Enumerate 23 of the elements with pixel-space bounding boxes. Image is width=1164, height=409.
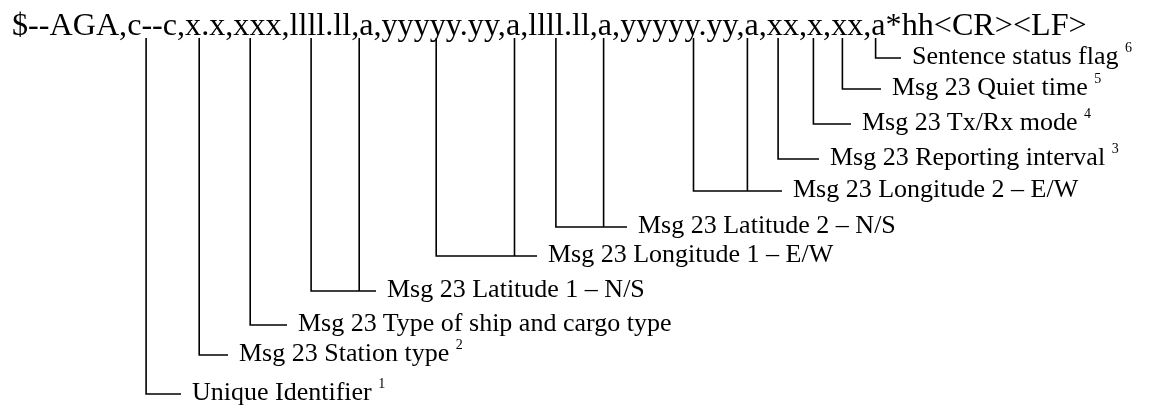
field-label: Msg 23 Type of ship and cargo type <box>298 308 672 338</box>
field-label: Msg 23 Reporting interval $^{3}$ <box>830 142 1119 172</box>
leader-line <box>310 37 377 292</box>
field-label: Msg 23 Quiet time $^{5}$ <box>892 72 1102 102</box>
leader-line <box>249 37 288 326</box>
leader-line <box>435 37 538 257</box>
field-label: Msg 23 Latitude 1 – N/S <box>387 274 645 304</box>
leader-line <box>777 37 820 160</box>
field-label: Sentence status flag $^{6}$ <box>912 41 1132 71</box>
leader-line <box>874 37 902 59</box>
leader-line <box>198 37 229 356</box>
field-label: Msg 23 Longitude 1 – E/W <box>548 239 834 269</box>
leader-line <box>692 37 783 192</box>
field-label: Msg 23 Tx/Rx mode $^{4}$ <box>862 107 1091 137</box>
sentence-format-text: $--AGA,c--c,x.x,xxx,llll.ll,a,yyyyy.yy,a,llll.ll,a,yyyyy.yy,a,xx,x,xx,a*hh<CR><LF> <box>12 8 1087 40</box>
leader-line <box>841 37 882 90</box>
field-label: Unique Identifier $^{1}$ <box>192 377 386 407</box>
field-label: Msg 23 Longitude 2 – E/W <box>793 174 1079 204</box>
leader-line <box>555 37 628 228</box>
leader-line <box>145 37 182 395</box>
leader-line <box>812 37 852 125</box>
field-label: Msg 23 Latitude 2 – N/S <box>638 210 896 240</box>
field-label: Msg 23 Station type $^{2}$ <box>239 338 463 368</box>
